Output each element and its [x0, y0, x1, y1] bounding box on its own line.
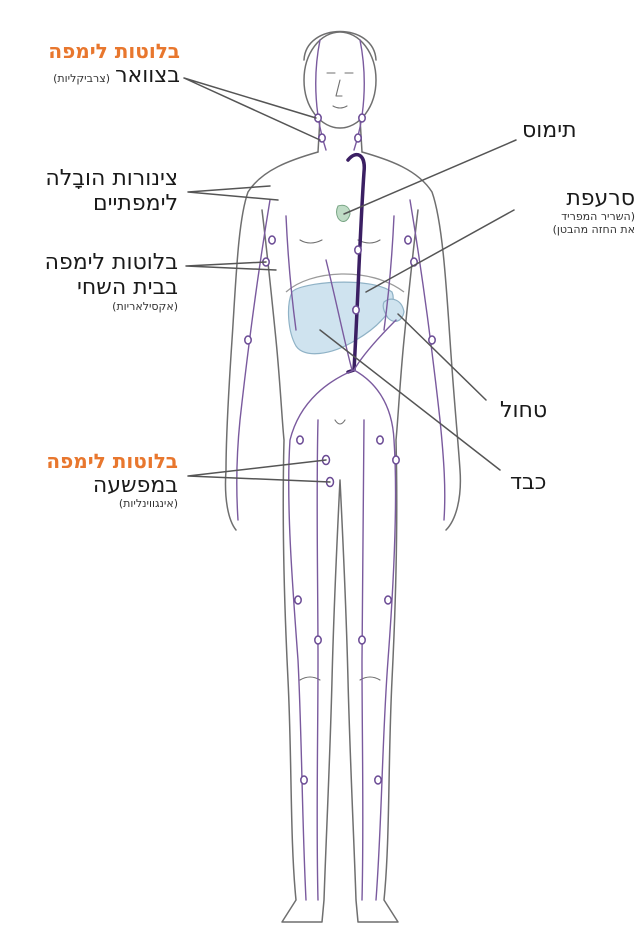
thymus-shape	[337, 205, 351, 221]
node-chest	[353, 306, 359, 314]
label-neck-note: (צרביקליות)	[53, 72, 110, 85]
label-axilla-line2: בבית השחי	[45, 275, 178, 300]
pointer-thymus	[344, 140, 516, 214]
node-neck	[319, 134, 325, 142]
label-groin-title: בלוטות לימפה	[46, 450, 178, 473]
label-thymus: תימוס	[522, 118, 577, 143]
pointer-groin	[188, 460, 330, 482]
label-diaphragm-text: סרעפת	[553, 186, 635, 211]
label-lymph-vessels: צינורות הובָלה לימפתיים	[45, 166, 178, 217]
label-groin-nodes: בלוטות לימפה במפשעה (אינגווינליות)	[46, 450, 178, 511]
node-groin	[297, 436, 303, 444]
node-chest	[355, 246, 361, 254]
node-leg	[295, 596, 301, 604]
node-axilla	[405, 236, 411, 244]
face-features	[327, 73, 353, 108]
label-spleen: טחול	[500, 398, 547, 423]
node-leg	[315, 636, 321, 644]
label-vessels-line1: צינורות הובָלה	[45, 166, 178, 191]
label-neck-title: בלוטות לימפה	[48, 40, 180, 63]
node-neck	[359, 114, 365, 122]
pointer-vessels	[188, 186, 278, 200]
label-neck-main: בצוואר	[115, 63, 180, 88]
label-diaphragm-note2: את החזה מהבטן)	[553, 224, 635, 237]
node-groin	[393, 456, 399, 464]
node-arm	[245, 336, 251, 344]
node-arm	[429, 336, 435, 344]
node-leg	[385, 596, 391, 604]
pointer-liver	[320, 330, 500, 470]
label-diaphragm: סרעפת (השריר המפריד את החזה מהבטן)	[553, 186, 635, 237]
node-groin	[377, 436, 383, 444]
node-neck	[355, 134, 361, 142]
label-axilla-line1: בלוטות לימפה	[45, 250, 178, 275]
label-axilla-nodes: בלוטות לימפה בבית השחי (אקסילאריות)	[45, 250, 178, 313]
pointer-neck	[184, 78, 320, 140]
node-axilla	[269, 236, 275, 244]
label-axilla-note: (אקסילאריות)	[45, 301, 178, 314]
label-neck-nodes: בלוטות לימפה בצוואר (צרביקליות)	[48, 40, 180, 88]
pointer-spleen	[398, 314, 486, 400]
node-leg	[375, 776, 381, 784]
node-leg	[359, 636, 365, 644]
node-leg	[301, 776, 307, 784]
label-groin-main: במפשעה	[46, 473, 178, 498]
liver-shape	[289, 282, 394, 354]
label-vessels-line2: לימפתיים	[45, 191, 178, 216]
knee-marks	[300, 677, 380, 680]
label-liver: כבד	[510, 470, 546, 495]
lymph-vessels	[237, 40, 445, 900]
label-groin-note: (אינגווינליות)	[46, 498, 178, 511]
pointer-diaphragm	[366, 210, 514, 292]
label-liver-text: כבד	[510, 470, 546, 495]
label-spleen-text: טחול	[500, 398, 547, 423]
label-thymus-text: תימוס	[522, 118, 577, 143]
body-outline	[225, 152, 460, 922]
